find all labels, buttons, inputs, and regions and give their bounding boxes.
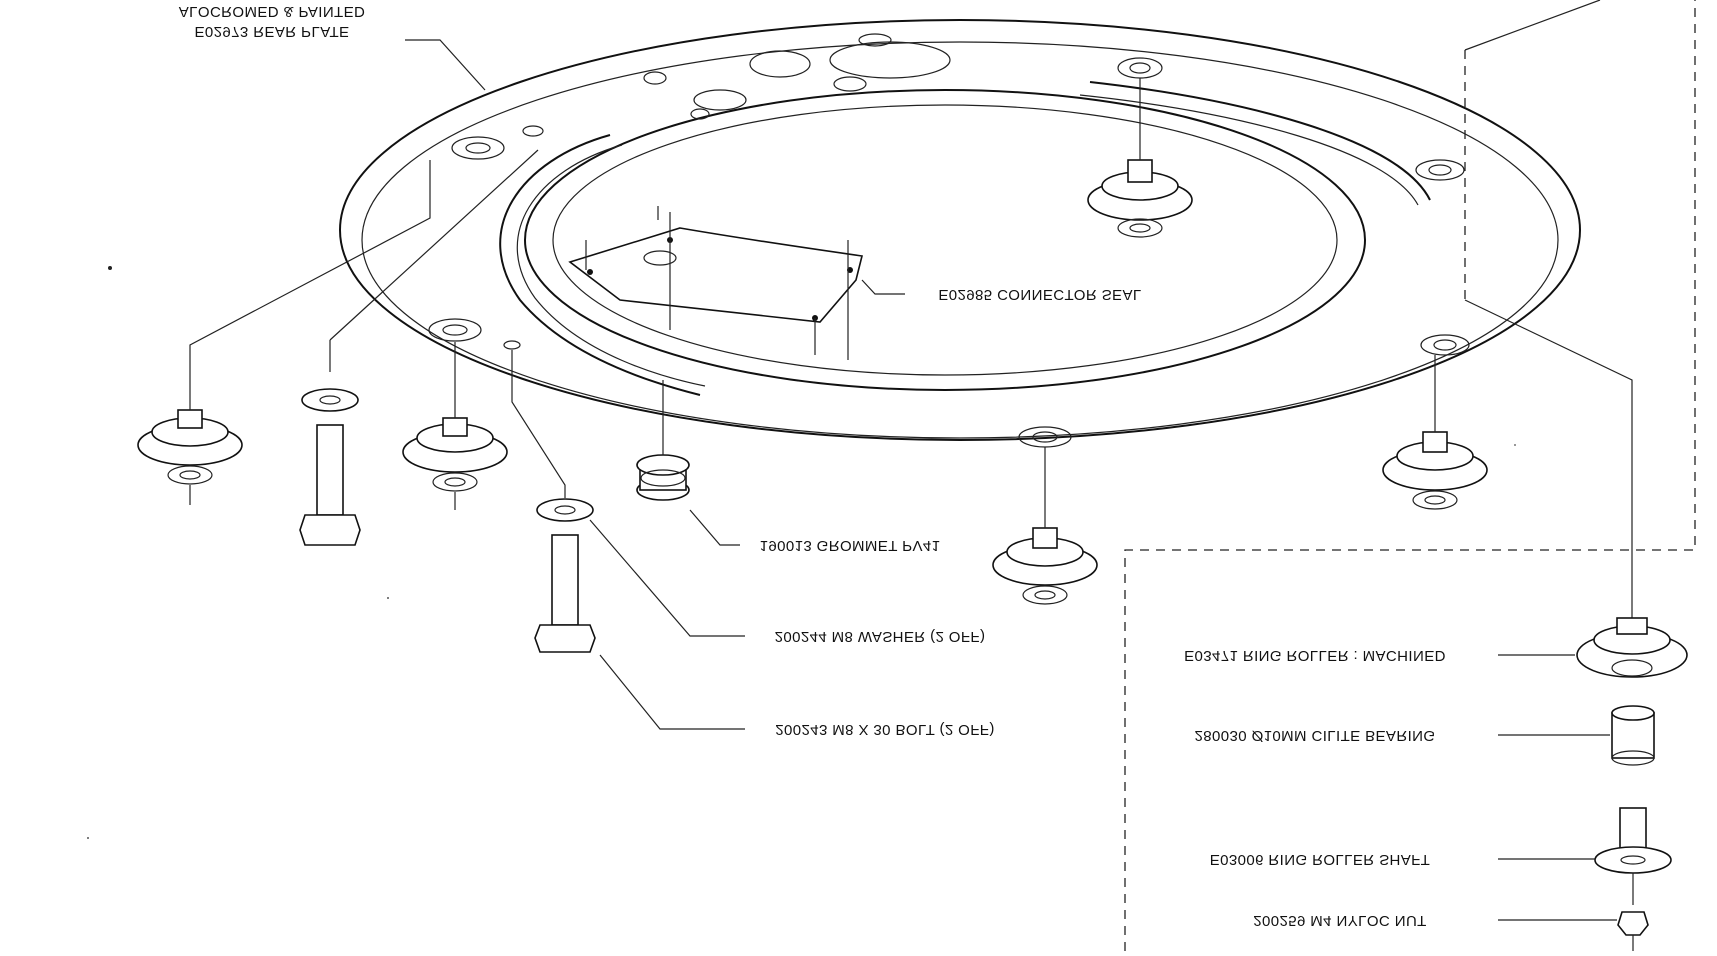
roller-assembly	[992, 447, 1098, 605]
label-grommet: 190013 GROMMET PV41	[760, 537, 941, 554]
label-rear-plate: E02973 REAR PLATE	[195, 23, 350, 40]
roller-assembly	[402, 342, 508, 510]
washer	[301, 388, 359, 412]
detail-ring-roller	[1576, 617, 1688, 678]
label-bolt: 200243 M8 X 30 BOLT (2 OFF)	[775, 721, 995, 738]
grommet	[636, 380, 690, 501]
connector-seal	[568, 206, 863, 360]
bolt	[299, 149, 539, 546]
roller-assembly	[1382, 355, 1488, 510]
scan-artifacts	[87, 266, 1516, 839]
leader-lines	[405, 39, 1617, 921]
label-washer: 200244 M8 WASHER (2 OFF)	[775, 628, 986, 645]
label-ring-roller: E03471 RING ROLLER : MACHINED	[1184, 647, 1446, 664]
roller-assembly	[137, 160, 431, 505]
washer	[536, 498, 594, 522]
roller-assembly	[1087, 78, 1193, 238]
label-bearing: 280030 Ø10MM CILITE BEARING	[1195, 727, 1436, 744]
labels: E02973 REAR PLATE ALOCROMED & PAINTED E0…	[179, 3, 1446, 929]
rear-plate	[339, 19, 1581, 448]
detail-inset-frame	[1124, 0, 1696, 951]
label-rear-plate-finish: ALOCROMED & PAINTED	[179, 3, 366, 20]
detail-roller-shaft	[1594, 807, 1672, 905]
detail-nyloc-nut	[1617, 911, 1649, 951]
detail-bearing	[1611, 705, 1655, 766]
label-connector-seal: E02985 CONNECTOR SEAL	[938, 286, 1141, 303]
label-roller-shaft: E03006 RING ROLLER SHAFT	[1210, 851, 1431, 868]
label-nyloc-nut: 200259 M4 NYLOC NUT	[1253, 912, 1427, 929]
bolt	[511, 350, 596, 653]
